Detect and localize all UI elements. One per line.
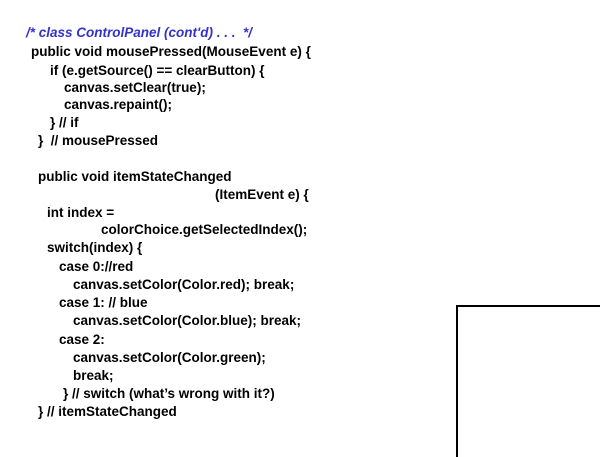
corner-frame: [456, 305, 600, 457]
code-line: case 1: // blue: [59, 295, 148, 310]
code-line: } // if: [50, 115, 79, 130]
code-line: if (e.getSource() == clearButton) {: [50, 63, 265, 78]
slide-title: /* class ControlPanel (cont'd) . . . */: [26, 25, 252, 40]
code-line: public void itemStateChanged: [38, 169, 232, 184]
code-line: case 0://red: [59, 259, 134, 274]
code-line: canvas.setColor(Color.blue); break;: [73, 313, 302, 328]
code-line: canvas.repaint();: [64, 97, 173, 112]
code-line: canvas.setColor(Color.red); break;: [73, 277, 295, 292]
code-line: switch(index) {: [47, 240, 143, 255]
code-line: case 2:: [59, 332, 105, 347]
code-line: colorChoice.getSelectedIndex();: [101, 222, 308, 237]
code-line: } // mousePressed: [38, 133, 159, 148]
code-line: } // switch (what’s wrong with it?): [63, 386, 275, 401]
code-line: break;: [73, 368, 114, 383]
code-line: canvas.setClear(true);: [64, 80, 206, 95]
code-line: } // itemStateChanged: [38, 404, 177, 419]
code-line: public void mousePressed(MouseEvent e) {: [31, 44, 311, 59]
code-line: canvas.setColor(Color.green);: [73, 350, 266, 365]
code-line: int index =: [47, 205, 115, 220]
code-line: (ItemEvent e) {: [215, 187, 309, 202]
